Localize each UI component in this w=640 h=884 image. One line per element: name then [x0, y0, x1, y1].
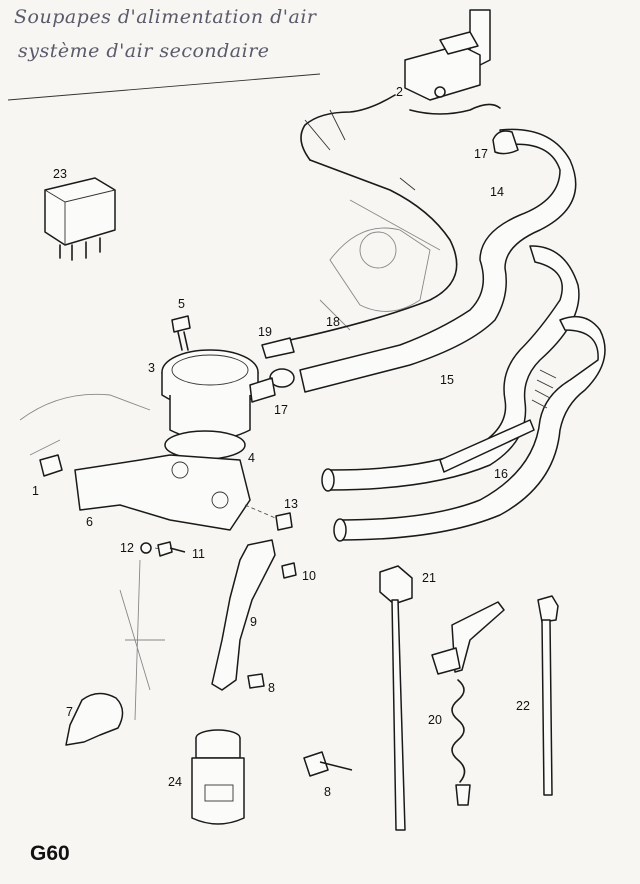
callout-10: 10 — [302, 569, 316, 583]
cable-tie-21 — [379, 565, 413, 831]
cable-tie-22 — [537, 595, 559, 796]
callout-15: 15 — [440, 373, 454, 387]
handwritten-title-line-2: système d'air secondaire — [18, 40, 270, 62]
bolt-10 — [281, 562, 297, 579]
callout-17-upper: 17 — [474, 147, 488, 161]
callout-16: 16 — [494, 467, 508, 481]
callout-8-lower: 8 — [324, 785, 331, 799]
callout-6: 6 — [86, 515, 93, 529]
callout-14: 14 — [490, 185, 504, 199]
hose-14 — [299, 128, 577, 393]
callout-labels: 2 23 5 3 4 1 6 13 12 11 10 9 8 7 24 8 17… — [32, 85, 530, 799]
clip-7 — [65, 692, 124, 746]
hose-clamp-17-upper — [492, 130, 519, 155]
cable-clip-20 — [431, 601, 505, 806]
callout-19: 19 — [258, 325, 272, 339]
callout-9: 9 — [250, 615, 257, 629]
callout-1: 1 — [32, 484, 39, 498]
callout-21: 21 — [422, 571, 436, 585]
hose-end-19 — [261, 337, 295, 359]
callout-7: 7 — [66, 705, 73, 719]
hose-16-end — [333, 518, 347, 542]
hose-16-corrugation — [531, 369, 557, 409]
bolt-5 — [171, 315, 191, 351]
bushing-1 — [39, 454, 63, 477]
nut-13 — [275, 512, 293, 531]
bracket-6 — [74, 454, 251, 531]
callout-2: 2 — [396, 85, 403, 99]
handwritten-underline — [7, 73, 321, 101]
callout-22: 22 — [516, 699, 530, 713]
callout-11: 11 — [192, 547, 205, 561]
callout-20: 20 — [428, 713, 442, 727]
solenoid-valve-2 — [300, 9, 501, 161]
bolt-8 — [303, 751, 353, 777]
engine-background-outline — [19, 199, 441, 721]
harness-clips — [304, 109, 416, 191]
bracket-9 — [211, 539, 276, 691]
callout-24: 24 — [168, 775, 182, 789]
handwritten-title-line-1: Soupapes d'alimentation d'air — [14, 6, 317, 28]
page-code: G60 — [30, 842, 70, 865]
air-valve-3 — [161, 349, 276, 441]
callout-3: 3 — [148, 361, 155, 375]
callout-12: 12 — [120, 541, 134, 555]
sealant-jar-24 — [191, 729, 245, 825]
washer-12 — [140, 542, 152, 554]
hose-15-end — [321, 468, 335, 492]
callout-18: 18 — [326, 315, 340, 329]
callout-13: 13 — [284, 497, 298, 511]
callout-8-upper: 8 — [268, 681, 275, 695]
callout-4: 4 — [248, 451, 255, 465]
callout-17-lower: 17 — [274, 403, 288, 417]
callout-23: 23 — [53, 167, 67, 181]
bolt-8-small — [247, 673, 265, 689]
bolt-11 — [157, 541, 186, 557]
hose-16-bracket — [439, 419, 535, 473]
wiring-harness-18 — [289, 159, 458, 341]
hose-16 — [339, 315, 606, 541]
relay-23 — [44, 177, 116, 261]
callout-5: 5 — [178, 297, 185, 311]
